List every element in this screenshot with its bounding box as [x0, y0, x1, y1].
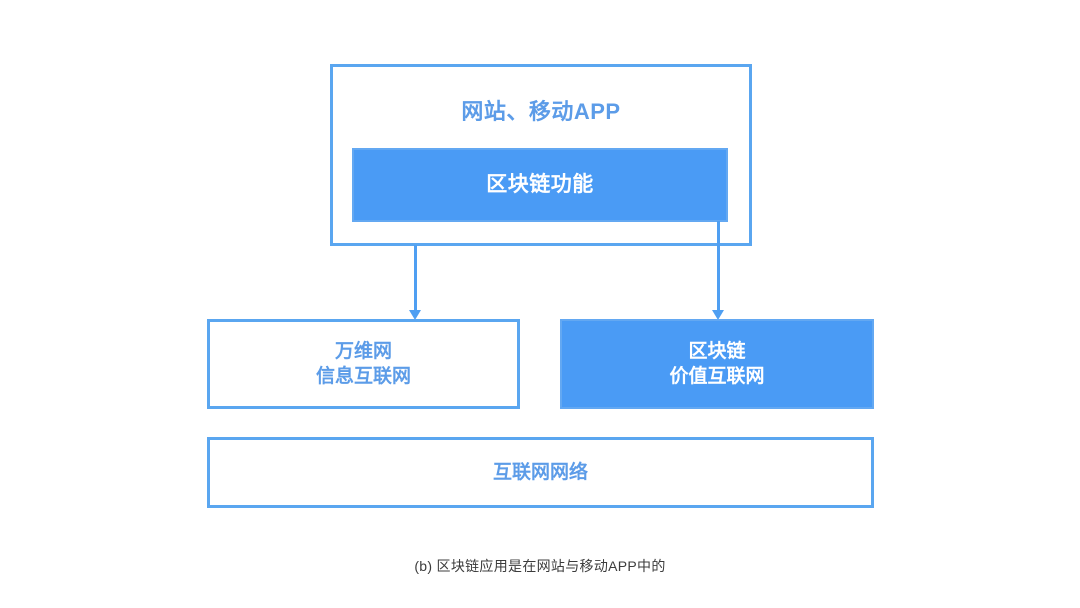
- node-blockchain-line1: 区块链: [688, 340, 746, 362]
- node-world-wide-web-line1: 万维网: [334, 340, 392, 362]
- node-blockchain-line2: 价值互联网: [669, 366, 765, 387]
- node-internet-network-label: 互联网网络: [492, 461, 588, 483]
- node-blockchain-feature: 区块链功能: [352, 148, 728, 222]
- node-blockchain: 区块链 价值互联网: [560, 319, 874, 409]
- figure-caption: (b) 区块链应用是在网站与移动APP中的: [414, 558, 666, 574]
- node-blockchain-feature-label: 区块链功能: [486, 172, 594, 196]
- arrow-head-down-icon-right: [712, 310, 724, 320]
- arrow-head-down-icon-left: [409, 310, 421, 320]
- node-internet-network: 互联网网络: [207, 437, 874, 508]
- connector-feature-to-blockchain: [717, 221, 720, 312]
- connector-container-to-web: [414, 245, 417, 312]
- node-world-wide-web: 万维网 信息互联网: [207, 319, 520, 409]
- node-world-wide-web-line2: 信息互联网: [315, 366, 411, 387]
- node-website-mobile-app-label: 网站、移动APP: [461, 99, 621, 124]
